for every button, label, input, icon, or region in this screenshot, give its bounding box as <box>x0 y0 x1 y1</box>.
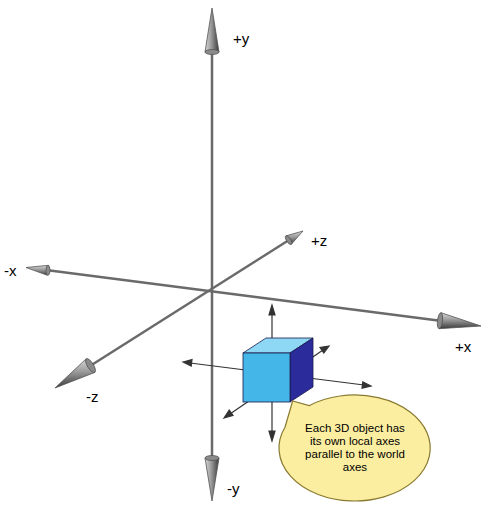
callout-text: Each 3D object has its own local axes pa… <box>302 422 408 474</box>
arrowhead <box>284 235 293 246</box>
arrowhead <box>437 312 444 328</box>
callout-shape <box>279 395 430 501</box>
arrowhead <box>205 50 219 55</box>
arrowhead <box>26 265 49 275</box>
callout-text-block: Each 3D object has its own local axes pa… <box>302 422 408 474</box>
y-axis <box>211 50 214 460</box>
arrowhead <box>224 410 233 418</box>
axis-label: -y <box>227 480 240 497</box>
axis-label: +y <box>233 30 249 47</box>
arrowhead <box>183 360 192 366</box>
arrowhead <box>269 431 275 441</box>
axis-label: +x <box>455 338 471 355</box>
arrowhead <box>269 305 275 315</box>
cube-side-face <box>290 338 313 402</box>
arrowhead <box>362 382 371 388</box>
cube <box>243 338 313 402</box>
callout-balloon: Each 3D object has its own local axes pa… <box>279 395 430 501</box>
cube-front-face <box>243 353 290 402</box>
arrowhead <box>84 357 98 374</box>
axis-label: -z <box>86 388 99 405</box>
arrowhead <box>205 8 219 52</box>
arrowhead <box>205 458 219 501</box>
arrowhead <box>320 346 329 353</box>
axis-label: -x <box>4 262 17 279</box>
world-arrowheads <box>26 8 481 501</box>
x-axis <box>46 270 442 321</box>
axis-label: +z <box>311 232 327 249</box>
arrowhead <box>205 456 219 461</box>
arrowhead <box>46 265 50 275</box>
arrowhead <box>439 313 481 329</box>
